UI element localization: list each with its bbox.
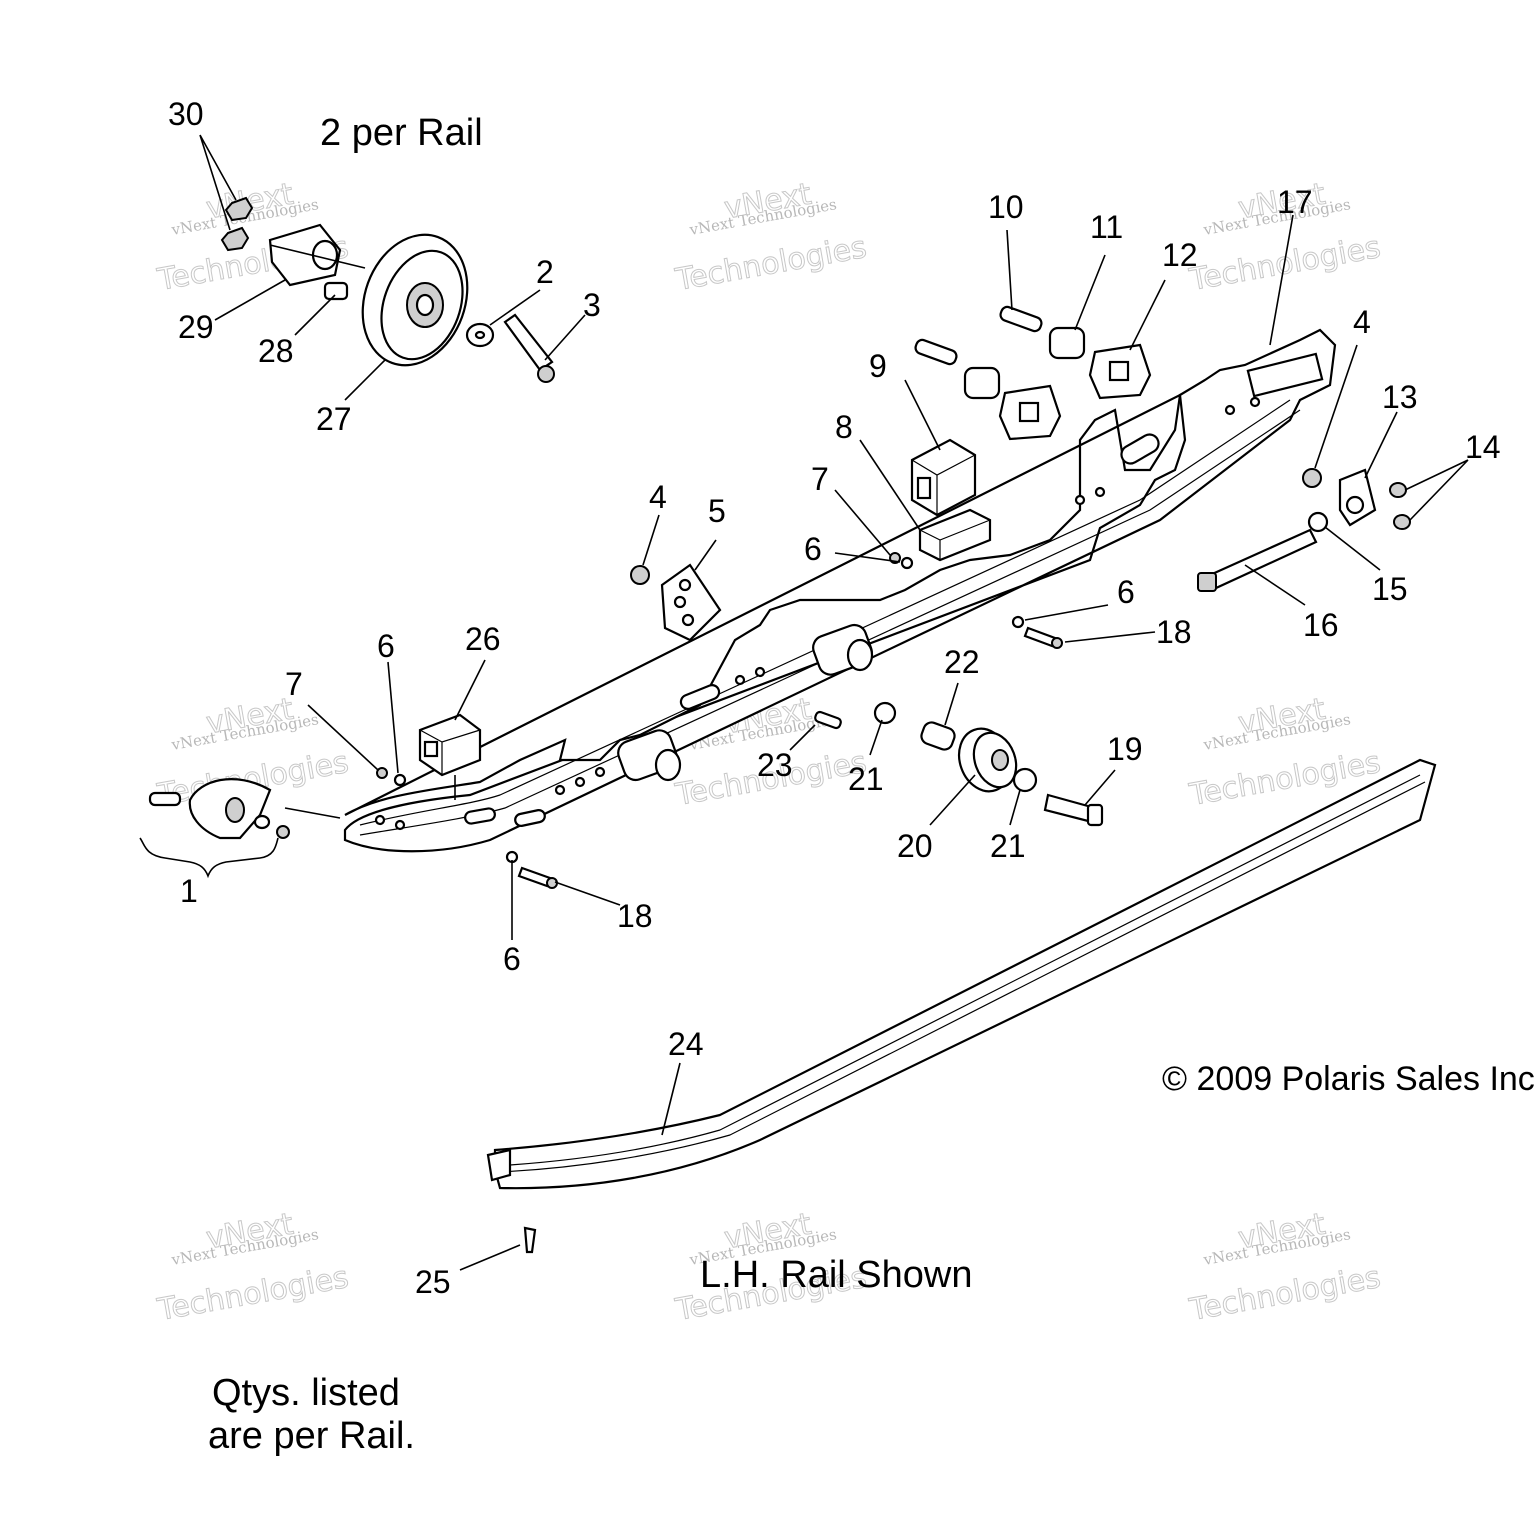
callout-18-lower: 18	[617, 898, 653, 934]
callout-1: 1	[180, 873, 198, 909]
callout-9: 9	[869, 348, 887, 384]
callout-23: 23	[757, 747, 793, 783]
callout-6-left: 6	[377, 628, 395, 664]
callout-22: 22	[944, 644, 980, 680]
callout-25: 25	[415, 1264, 451, 1300]
bushing-22	[920, 721, 956, 751]
bracket-13	[1338, 468, 1377, 527]
leader-lines	[139, 134, 1469, 1271]
stop-block-9	[910, 438, 977, 517]
callout-16: 16	[1303, 607, 1339, 643]
callout-11: 11	[1090, 209, 1123, 245]
callout-5: 5	[708, 493, 726, 529]
callout-7-upper: 7	[811, 461, 829, 497]
nut-4-left	[630, 565, 650, 585]
callout-4-right: 4	[1353, 304, 1371, 340]
callout-17: 17	[1277, 184, 1313, 220]
washer-2	[465, 322, 495, 348]
nut-4-right	[1302, 468, 1322, 488]
callout-24: 24	[668, 1026, 704, 1062]
callout-14: 14	[1465, 429, 1501, 465]
watermark: vNext Technologies vNext Technologies	[672, 176, 870, 298]
callout-30: 30	[168, 96, 204, 132]
screw-25	[523, 1226, 537, 1254]
block-26	[418, 713, 482, 777]
callout-6-upper: 6	[804, 531, 822, 567]
callout-4-left: 4	[649, 479, 667, 515]
roller-wheel-20	[957, 727, 1018, 793]
watermark: vNext Technologies vNext Technologies	[154, 1206, 352, 1328]
callout-2: 2	[536, 254, 554, 290]
rail-roller-mid	[812, 623, 874, 676]
callout-7-left: 7	[285, 666, 303, 702]
callout-26: 26	[465, 621, 501, 657]
bolt-19	[1043, 793, 1104, 827]
bolt-18	[517, 626, 1063, 889]
callout-6-lower: 6	[503, 941, 521, 977]
callout-28: 28	[258, 333, 294, 369]
spacer-11	[963, 326, 1086, 400]
front-bumper-1	[148, 778, 290, 840]
callout-21-right: 21	[990, 828, 1026, 864]
qty-note-line-2: are per Rail.	[208, 1415, 415, 1457]
washer-21	[873, 701, 1038, 793]
callout-18-right: 18	[1156, 614, 1192, 650]
callout-13: 13	[1382, 379, 1418, 415]
callout-12: 12	[1162, 237, 1198, 273]
callout-29: 29	[178, 309, 214, 345]
per-rail-heading: 2 per Rail	[320, 112, 483, 154]
callout-15: 15	[1372, 571, 1408, 607]
svg-text:Technologies: Technologies	[672, 230, 869, 298]
bolt-23	[814, 710, 842, 730]
qty-note-line-1: Qtys. listed	[212, 1372, 400, 1414]
wear-strip-24	[486, 758, 1437, 1190]
nut-30	[220, 196, 254, 252]
bushing-15	[1307, 511, 1329, 533]
callout-6-right: 6	[1117, 574, 1135, 610]
callout-10: 10	[988, 189, 1024, 225]
bolt-28	[323, 281, 349, 301]
callout-3: 3	[583, 287, 601, 323]
bolt-3	[503, 313, 555, 383]
idler-wheel-27	[361, 233, 469, 367]
bolt-16	[1197, 528, 1318, 592]
callout-21-left: 21	[848, 761, 884, 797]
stop-block-8	[918, 508, 992, 562]
nut-6-7-hardware	[376, 552, 1025, 864]
bracket-5	[660, 563, 722, 642]
rail-shown-caption: L.H. Rail Shown	[700, 1254, 972, 1296]
copyright-notice: © 2009 Polaris Sales Inc	[1162, 1060, 1535, 1098]
callout-19: 19	[1107, 731, 1143, 767]
callout-8: 8	[835, 409, 853, 445]
watermark: vNext Technologies vNext Technologies	[1186, 1206, 1384, 1328]
svg-text:Technologies: Technologies	[154, 1260, 351, 1328]
slide-rail-17	[343, 328, 1337, 853]
rail-roller-front	[617, 729, 682, 782]
svg-text:Technologies: Technologies	[1186, 1260, 1383, 1328]
idler-axle-29	[268, 223, 342, 287]
spacer-12	[998, 343, 1152, 441]
callout-20: 20	[897, 828, 933, 864]
bolt-10	[914, 305, 1043, 366]
callout-27: 27	[316, 401, 352, 437]
